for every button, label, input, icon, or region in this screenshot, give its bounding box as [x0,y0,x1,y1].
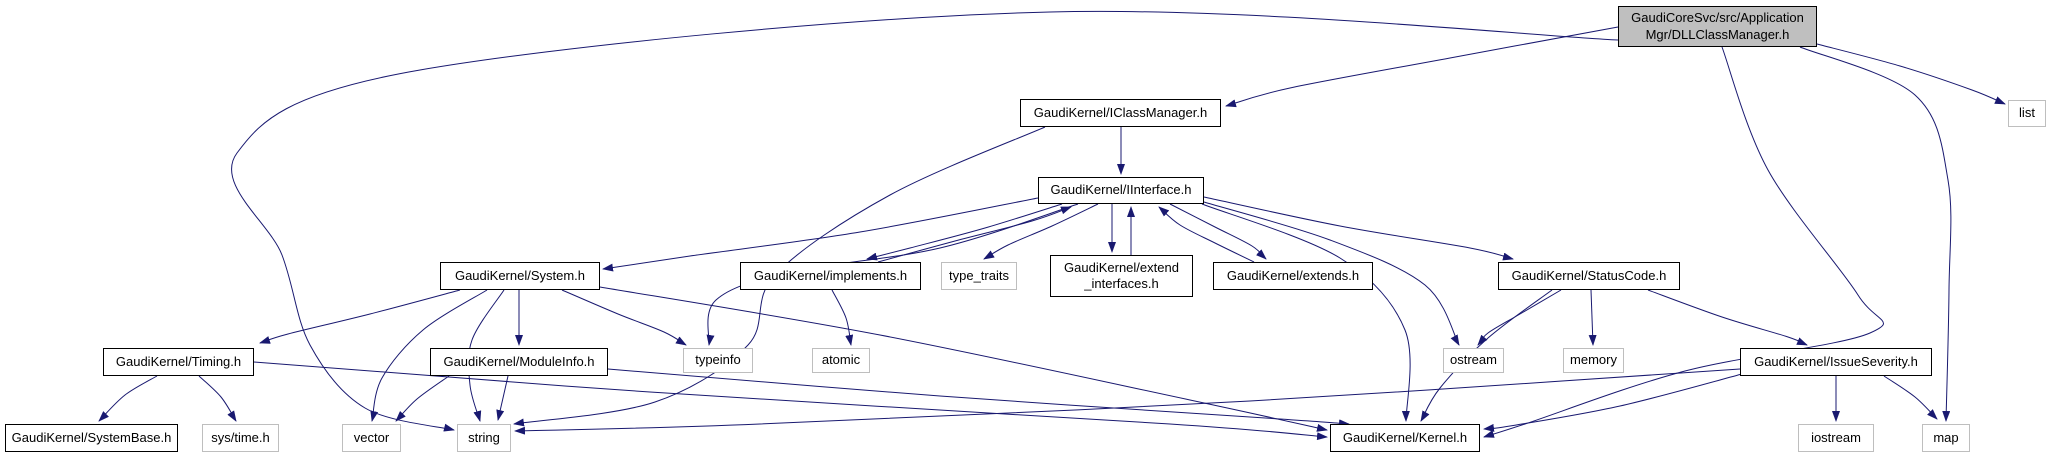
edge-iinterface-to-type_traits [983,203,1099,260]
node-label: Mgr/DLLClassManager.h [1645,26,1790,42]
node-issueseverity[interactable]: GaudiKernel/IssueSeverity.h [1740,348,1932,376]
node-label: GaudiKernel/IClassManager.h [1033,104,1208,120]
node-label: ostream [1450,352,1497,368]
edge-moduleinfo-to-string [496,375,509,421]
node-typeinfo: typeinfo [683,348,753,373]
node-kernel[interactable]: GaudiKernel/Kernel.h [1330,424,1480,452]
edge-group [98,10,2006,441]
node-timing[interactable]: GaudiKernel/Timing.h [103,348,254,376]
node-label: sys/time.h [211,429,270,445]
edge-iinterface-to-extends [1169,203,1267,260]
node-memory: memory [1563,348,1624,373]
edge-statuscode-to-issueseverity [1647,289,1808,346]
node-label: list [2019,105,2035,121]
edge-moduleinfo-to-vector [395,375,450,422]
node-atomic: atomic [812,348,870,373]
edge-statuscode-to-memory [1588,289,1597,346]
edge-iinterface-to-ostream [1203,201,1460,346]
node-list: list [2008,100,2046,127]
node-extend_interfaces[interactable]: GaudiKernel/extend_interfaces.h [1050,255,1193,297]
node-label: GaudiKernel/IssueSeverity.h [1754,353,1918,369]
edge-dll-to-string [231,10,1619,432]
edge-iinterface-to-statuscode [1203,196,1514,261]
node-label: GaudiKernel/SystemBase.h [11,429,172,445]
node-label: GaudiKernel/implements.h [753,267,908,283]
node-label: GaudiCoreSvc/src/Application [1631,10,1804,26]
edge-implements-to-iinterface [877,206,1072,263]
edge-dll-to-map [1799,46,1952,422]
node-systembase[interactable]: GaudiKernel/SystemBase.h [5,424,178,452]
node-iclassmanager[interactable]: GaudiKernel/IClassManager.h [1020,99,1221,127]
node-label: GaudiKernel/IInterface.h [1050,182,1192,198]
edge-issueseverity-to-kernel [1483,373,1743,432]
node-ostream: ostream [1443,348,1504,373]
node-label: memory [1570,352,1617,368]
node-label: GaudiKernel/extend [1064,259,1179,275]
node-label: GaudiKernel/Kernel.h [1342,429,1468,445]
edge-issueseverity-to-string [514,368,1741,435]
edge-system-to-timing [259,289,461,344]
edge-system-to-vector [370,289,488,422]
edge-system-to-kernel [599,286,1328,432]
edge-dll-to-list [1816,43,2006,105]
node-system[interactable]: GaudiKernel/System.h [440,262,600,290]
edge-timing-to-sys_time [198,375,237,422]
node-map: map [1922,424,1970,452]
node-label: vector [353,429,390,445]
edge-timing-to-kernel [253,361,1328,441]
edge-iinterface-to-implements [866,203,1063,261]
node-iinterface[interactable]: GaudiKernel/IInterface.h [1038,177,1204,204]
node-label: _interfaces.h [1084,276,1159,291]
node-iostream: iostream [1798,424,1874,452]
node-label: map [1933,429,1959,445]
edge-statuscode-to-ostream [1477,289,1562,346]
node-label: GaudiKernel/ModuleInfo.h [443,353,595,369]
node-label: string [468,429,500,445]
node-implements[interactable]: GaudiKernel/implements.h [740,262,921,290]
edge-timing-to-systembase [98,375,158,422]
edge-implements-to-atomic [831,289,854,346]
node-label: type_traits [949,267,1009,283]
node-label: typeinfo [695,352,741,368]
node-label: iostream [1811,429,1861,445]
node-label: GaudiKernel/extends.h [1226,267,1360,283]
edge-iclassmanager-to-string [513,126,1046,427]
node-label: atomic [821,352,861,368]
edge-iinterface-to-system [602,197,1039,272]
node-label: GaudiKernel/StatusCode.h [1511,267,1667,283]
node-extends[interactable]: GaudiKernel/extends.h [1213,262,1373,290]
node-vector: vector [342,424,401,452]
edge-moduleinfo-to-kernel [607,368,1350,428]
node-label: GaudiKernel/Timing.h [115,353,242,369]
edge-issueseverity-to-map [1883,375,1938,420]
node-sys_time: sys/time.h [202,424,279,452]
node-statuscode[interactable]: GaudiKernel/StatusCode.h [1498,262,1680,290]
node-label: GaudiKernel/System.h [454,267,586,283]
edge-extends-to-iinterface [1158,206,1255,263]
edge-system-to-typeinfo [561,289,687,346]
node-string: string [457,424,511,452]
node-type_traits: type_traits [941,262,1017,290]
node-moduleinfo[interactable]: GaudiKernel/ModuleInfo.h [430,348,608,376]
edge-dll-to-kernel [1483,46,1884,438]
edge-dll-to-iclassmanager [1225,26,1619,108]
